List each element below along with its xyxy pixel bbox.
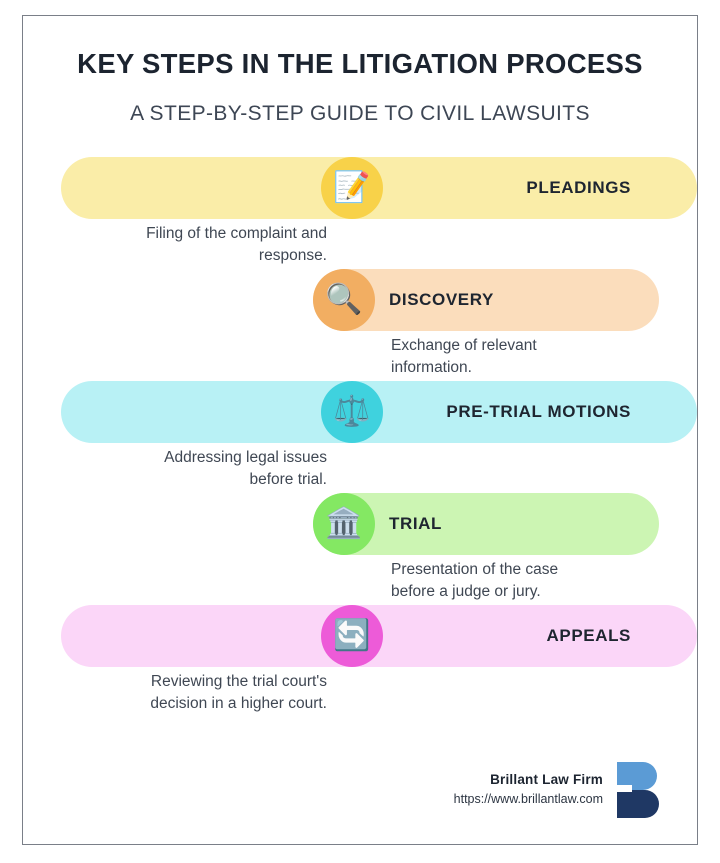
- footer-text: Brillant Law Firm https://www.brillantla…: [454, 772, 603, 806]
- page-title: KEY STEPS IN THE LITIGATION PROCESS: [77, 48, 643, 79]
- magnifying-glass-icon: 🔍: [313, 269, 375, 331]
- brillant-b-logo: [617, 762, 659, 818]
- step-pill[interactable]: PRE-TRIAL MOTIONS: [61, 381, 697, 443]
- infographic-frame: KEY STEPS IN THE LITIGATION PROCESS A ST…: [22, 15, 698, 845]
- step-row: TRIAL 🏛️ Presentation of the case before a…: [23, 493, 697, 605]
- step-description: Filing of the complaint and response.: [146, 225, 327, 264]
- refresh-sync-icon: 🔄: [321, 605, 383, 667]
- firm-url[interactable]: https://www.brillantlaw.com: [453, 792, 603, 806]
- header: KEY STEPS IN THE LITIGATION PROCESS A ST…: [23, 16, 697, 126]
- step-row: PLEADINGS 📝 Filing of the complaint and re…: [23, 157, 697, 269]
- step-row: PRE-TRIAL MOTIONS ⚖️ Addressing legal issu…: [23, 381, 697, 493]
- page-subtitle: A STEP-BY-STEP GUIDE TO CIVIL LAWSUITS: [130, 102, 590, 125]
- step-description: Reviewing the trial court's decision in …: [150, 673, 327, 712]
- memo-icon: 📝: [321, 157, 383, 219]
- classical-building-icon: 🏛️: [313, 493, 375, 555]
- step-label: PRE-TRIAL MOTIONS: [446, 402, 631, 421]
- step-label: DISCOVERY: [389, 290, 494, 309]
- step-description: Presentation of the case before a judge …: [391, 561, 559, 600]
- balance-scale-icon: ⚖️: [321, 381, 383, 443]
- step-row: APPEALS 🔄 Reviewing the trial court's deci…: [23, 605, 697, 717]
- step-description: Addressing legal issues before trial.: [164, 449, 327, 488]
- step-row: DISCOVERY 🔍 Exchange of relevant informati…: [23, 269, 697, 381]
- step-label: APPEALS: [546, 626, 631, 645]
- footer: Brillant Law Firm https://www.brillantla…: [454, 760, 661, 818]
- step-label: PLEADINGS: [526, 178, 631, 197]
- steps-list: PLEADINGS 📝 Filing of the complaint and re…: [23, 157, 697, 717]
- firm-name: Brillant Law Firm: [490, 772, 603, 787]
- step-description: Exchange of relevant information.: [391, 337, 537, 376]
- step-label: TRIAL: [389, 514, 443, 533]
